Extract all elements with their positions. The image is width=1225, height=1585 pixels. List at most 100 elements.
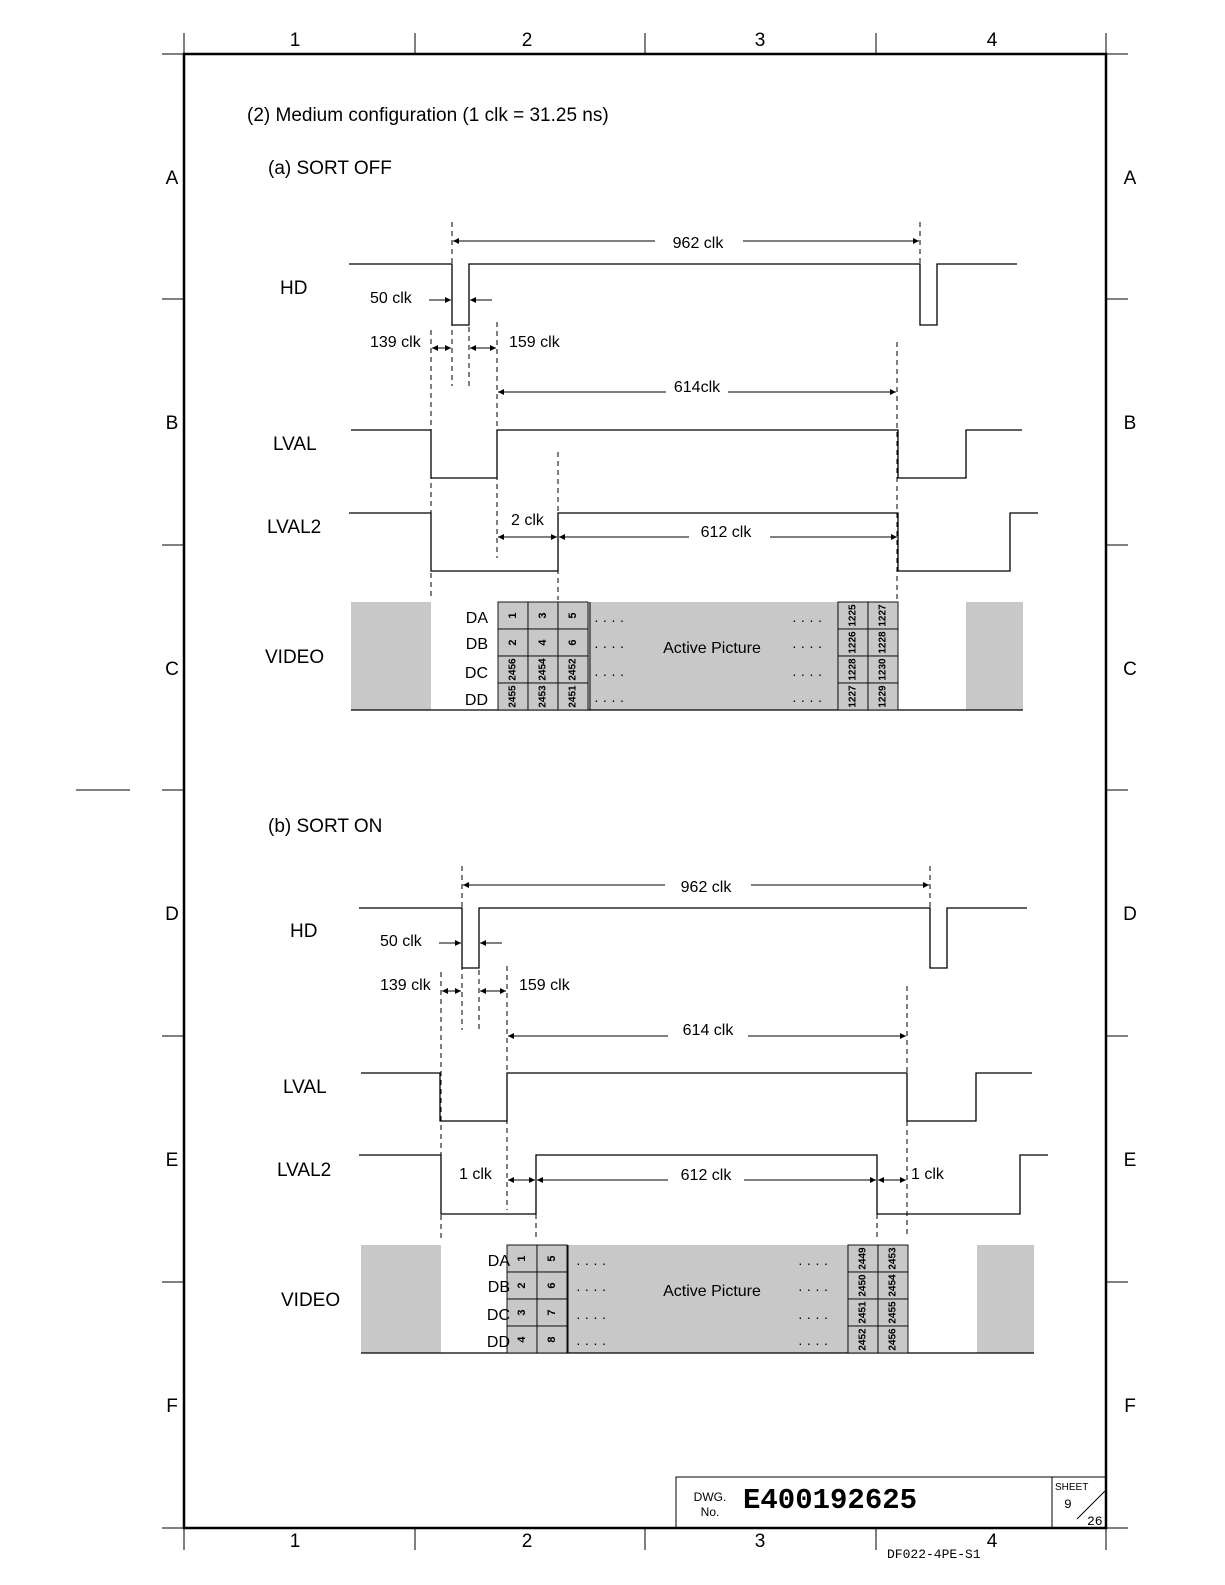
section-a-diagram: HD LVAL LVAL2 VIDEO 962 clk 50 clk 139 c… [265, 222, 1038, 711]
col-marker-top-3: 3 [755, 30, 766, 51]
b-cell-box [847, 1244, 879, 1273]
b-lval2-waveform [359, 1154, 1048, 1215]
b-cell-box [536, 1244, 568, 1273]
a-ellipsis-left-4: · · · · [594, 692, 624, 708]
b-cell-value: 2455 [888, 1301, 899, 1324]
page-heading: (2) Medium configuration (1 clk = 31.25 … [247, 105, 609, 126]
row-marker-right-a: A [1124, 168, 1137, 189]
b-after-label: 159 clk [519, 977, 571, 994]
row-marker-right-e: E [1124, 1150, 1137, 1171]
a-cell-box [837, 601, 869, 630]
a-active-picture-label: Active Picture [663, 640, 761, 657]
row-marker-right-c: C [1123, 659, 1137, 680]
col-marker-bottom-2: 2 [522, 1531, 533, 1552]
b-video-blank-right [977, 1245, 1034, 1353]
b-cell-box [506, 1271, 538, 1300]
a-lane-da: DA [466, 610, 489, 627]
b-offset-left-label: 1 clk [459, 1166, 493, 1183]
b-cell-value: 2449 [858, 1247, 869, 1270]
col-marker-bottom-1: 1 [290, 1531, 301, 1552]
b-active-picture-label: Active Picture [663, 1283, 761, 1300]
a-cell-value: 1 [507, 612, 519, 618]
a-cell-box [497, 682, 529, 711]
a-lval-label: LVAL [273, 434, 317, 455]
drawing-frame [76, 33, 1128, 1550]
col-marker-bottom-4: 4 [987, 1531, 998, 1552]
a-lane-db: DB [466, 636, 488, 653]
a-lane-dc: DC [465, 665, 488, 682]
a-video-label: VIDEO [265, 647, 324, 668]
a-ellipsis-right-2: · · · · [792, 638, 822, 654]
a-hd-pulse-label: 50 clk [370, 290, 413, 307]
b-cell-value: 2450 [858, 1274, 869, 1297]
section-b-title: (b) SORT ON [268, 816, 382, 837]
b-video-label: VIDEO [281, 1290, 340, 1311]
a-cell-box [867, 682, 899, 711]
a-cell-value: 1225 [848, 604, 859, 627]
b-lval-label: LVAL [283, 1077, 327, 1098]
a-lval-waveform [351, 429, 1022, 479]
b-lval2-width-label: 612 clk [681, 1167, 733, 1184]
row-marker-left-e: E [166, 1150, 179, 1171]
a-cell-value: 1228 [878, 631, 889, 654]
a-ellipsis-left-2: · · · · [594, 638, 624, 654]
a-offset-label: 2 clk [511, 512, 545, 529]
b-cell-value: 8 [546, 1336, 558, 1342]
a-hd-label: HD [280, 278, 307, 299]
b-lval-width-label: 614 clk [683, 1022, 735, 1039]
a-cell-value: 1227 [878, 604, 889, 627]
row-marker-right-f: F [1124, 1396, 1136, 1417]
b-ellipsis-right-4: · · · · [798, 1335, 828, 1351]
col-marker-top-1: 1 [290, 30, 301, 51]
section-b-diagram: HD LVAL LVAL2 VIDEO 962 clk 50 clk 139 c… [277, 866, 1048, 1354]
a-cell-box [527, 655, 559, 684]
row-marker-right-b: B [1124, 413, 1137, 434]
b-lane-dd: DD [487, 1334, 510, 1351]
b-period-label: 962 clk [681, 879, 733, 896]
col-marker-top-4: 4 [987, 30, 998, 51]
b-lval-waveform [361, 1072, 1032, 1122]
a-after-label: 159 clk [509, 334, 561, 351]
b-cell-value: 5 [546, 1255, 558, 1261]
b-cell-value: 2453 [888, 1247, 899, 1270]
a-cell-value: 5 [567, 612, 579, 618]
drawing-number: E400192625 [743, 1484, 917, 1517]
a-before-label: 139 clk [370, 334, 422, 351]
a-lval2-label: LVAL2 [267, 517, 321, 538]
a-cell-value: 1229 [878, 685, 889, 708]
b-cell-box [877, 1271, 909, 1300]
sheet-total: 26 [1087, 1514, 1103, 1529]
b-cell-value: 4 [516, 1336, 528, 1343]
row-marker-left-a: A [166, 168, 179, 189]
row-marker-left-c: C [165, 659, 179, 680]
b-ellipsis-left-2: · · · · [576, 1281, 606, 1297]
a-cell-grid: 1224562455342454245356245224511225122612… [497, 601, 899, 711]
a-ellipsis-right-1: · · · · [792, 612, 822, 628]
b-ellipsis-right-1: · · · · [798, 1255, 828, 1271]
b-cell-box [536, 1325, 568, 1354]
row-marker-right-d: D [1123, 904, 1137, 925]
a-cell-box [557, 682, 589, 711]
a-lval-width-label: 614clk [674, 379, 721, 396]
b-cell-value: 2451 [858, 1301, 869, 1324]
b-cell-value: 2 [516, 1282, 528, 1288]
b-ellipsis-left-4: · · · · [576, 1335, 606, 1351]
grid-markers: 1 2 3 4 1 2 3 4 A B C D E F A B C D E F [165, 30, 1137, 1552]
b-cell-value: 2452 [858, 1328, 869, 1351]
col-marker-bottom-3: 3 [755, 1531, 766, 1552]
a-cell-box [527, 628, 559, 657]
a-ellipsis-right-4: · · · · [792, 692, 822, 708]
b-hd-pulse-label: 50 clk [380, 933, 423, 950]
b-video-blank-left [361, 1245, 441, 1353]
a-cell-box [557, 655, 589, 684]
form-code: DF022-4PE-S1 [887, 1547, 981, 1562]
a-ellipsis-left-3: · · · · [594, 666, 624, 682]
b-ellipsis-left-1: · · · · [576, 1255, 606, 1271]
a-cell-value: 2452 [568, 658, 579, 681]
b-cell-value: 3 [516, 1309, 528, 1315]
b-hd-label: HD [290, 921, 317, 942]
b-lane-da: DA [488, 1253, 511, 1270]
a-cell-box [867, 655, 899, 684]
a-cell-value: 1230 [878, 658, 889, 681]
b-ellipsis-right-2: · · · · [798, 1281, 828, 1297]
